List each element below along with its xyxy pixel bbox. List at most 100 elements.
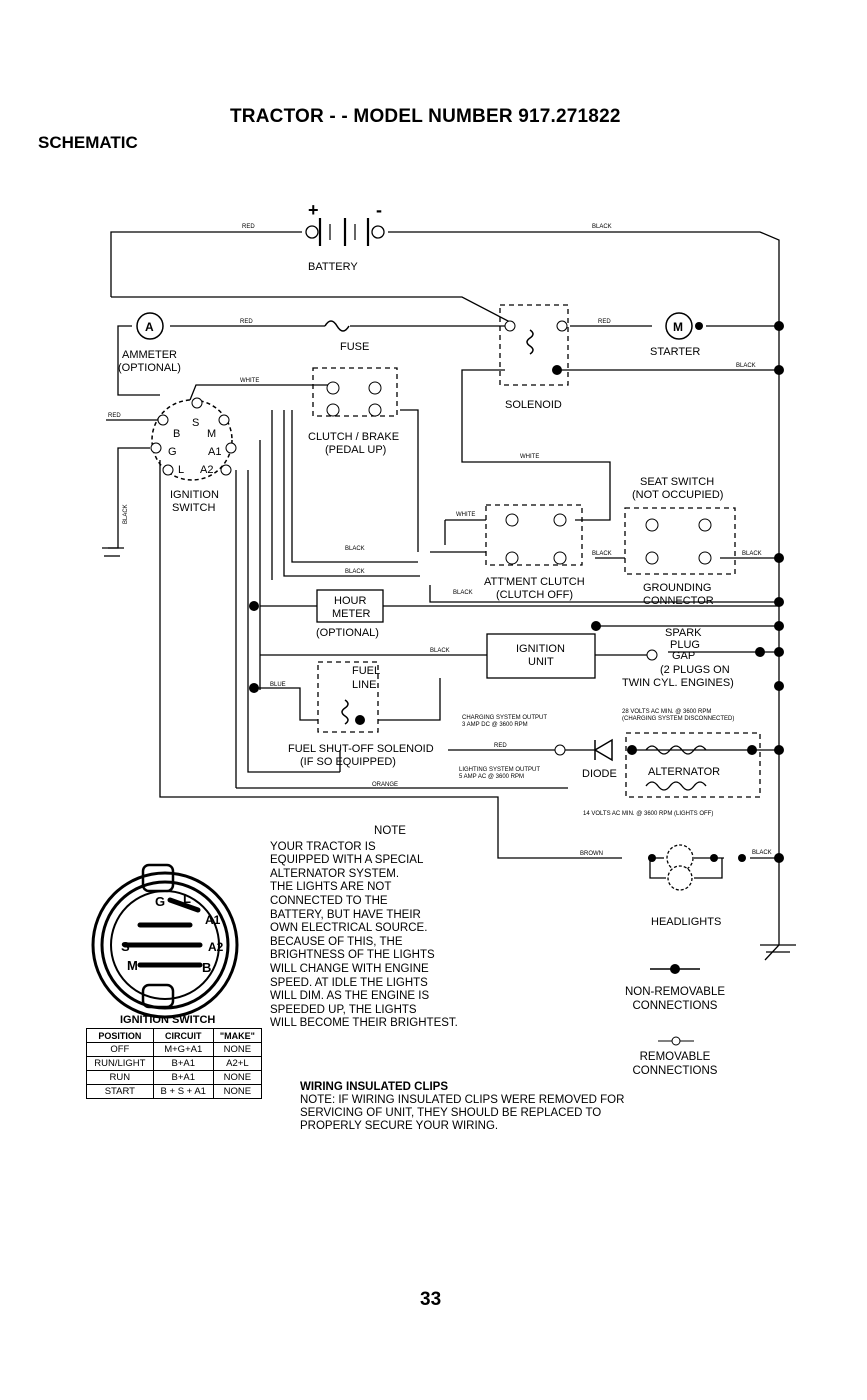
table-cell: B+A1 xyxy=(152,1070,214,1085)
spark-plug-label-4: (2 PLUGS ON xyxy=(660,664,730,676)
face-label-l: L xyxy=(183,891,191,906)
seat-switch-sub: (NOT OCCUPIED) xyxy=(632,489,723,501)
solenoid-coil-icon xyxy=(526,329,534,355)
face-label-m: M xyxy=(127,958,138,973)
table-cell: NONE xyxy=(212,1084,263,1099)
table-cell: START xyxy=(86,1084,154,1099)
clutch-brake-sub: (PEDAL UP) xyxy=(325,444,386,456)
wire-red-battery xyxy=(110,231,302,297)
wire-label-white: WHITE xyxy=(520,454,539,460)
ignition-switch-face: G L A1 S A2 M B xyxy=(91,863,239,1019)
ammeter-icon xyxy=(136,312,164,340)
face-label-b: B xyxy=(202,960,211,975)
ignition-switch-label: IGNITION xyxy=(170,489,219,501)
ignition-switch-icon xyxy=(151,399,233,481)
attment-clutch-label: ATT'MENT CLUTCH xyxy=(484,576,585,588)
wire-label-black-vertical: BLACK xyxy=(123,504,129,524)
diode-label: DIODE xyxy=(582,768,617,780)
note-line: EQUIPPED WITH A SPECIAL xyxy=(270,854,424,867)
lighting-output-2: 5 AMP AC @ 3600 RPM xyxy=(459,774,524,780)
volts28-2: (CHARGING SYSTEM DISCONNECTED) xyxy=(622,716,734,722)
term-m: M xyxy=(207,428,216,440)
removable-icon xyxy=(671,1036,681,1046)
volts14: 14 VOLTS AC MIN. @ 3600 RPM (LIGHTS OFF) xyxy=(583,811,713,817)
battery-minus: - xyxy=(376,200,382,220)
wire-label-black: BLACK xyxy=(736,363,756,369)
section-label: SCHEMATIC xyxy=(38,133,138,152)
battery-symbol xyxy=(318,218,370,246)
term-l: L xyxy=(178,464,184,476)
hour-meter-optional: (OPTIONAL) xyxy=(316,627,379,639)
volts28-1: 28 VOLTS AC MIN. @ 3600 RPM xyxy=(622,709,711,715)
note-line: WILL CHANGE WITH ENGINE xyxy=(270,962,429,975)
wire-label-white: WHITE xyxy=(456,512,475,518)
ignition-unit-label-2: UNIT xyxy=(528,656,554,668)
clutch-brake-label: CLUTCH / BRAKE xyxy=(308,431,399,443)
note-title: NOTE xyxy=(374,825,406,837)
wire-label-brown: BROWN xyxy=(580,851,603,857)
face-label-a2: A2 xyxy=(208,940,224,954)
table-cell: NONE xyxy=(212,1070,263,1085)
wire-label-red: RED xyxy=(240,319,253,325)
wire-black-battery xyxy=(388,231,780,750)
wire-label-red: RED xyxy=(494,743,507,749)
wire-label-black: BLACK xyxy=(345,546,365,552)
term-s: S xyxy=(192,417,199,429)
wiring-note: WIRING INSULATED CLIPS NOTE: IF WIRING I… xyxy=(300,1081,624,1133)
ignition-unit-label: IGNITION xyxy=(516,643,565,655)
wire-label-black: BLACK xyxy=(592,551,612,557)
legend-non-removable-2: CONNECTIONS xyxy=(632,1000,718,1012)
table-row: RUN/LIGHT B+A1 A2+L xyxy=(86,1056,263,1071)
wire-label-black: BLACK xyxy=(592,224,612,230)
spark-plug-label: SPARK xyxy=(665,627,702,639)
fuel-line-label: FUEL xyxy=(352,665,380,677)
table-cell: RUN xyxy=(86,1070,154,1085)
table-cell: B+A1 xyxy=(152,1056,214,1071)
table-cell: OFF xyxy=(86,1042,154,1057)
wire-label-black: BLACK xyxy=(453,590,473,596)
note-line: BRIGHTNESS OF THE LIGHTS xyxy=(270,949,435,962)
term-g: G xyxy=(168,446,177,458)
charging-output-1: CHARGING SYSTEM OUTPUT xyxy=(462,715,547,721)
wire-label-red: RED xyxy=(108,413,121,419)
wire-label-red: RED xyxy=(242,224,255,230)
note-line: YOUR TRACTOR IS xyxy=(270,840,376,853)
grounding-label: GROUNDING xyxy=(643,582,711,594)
ignition-switch-title: IGNITION SWITCH xyxy=(120,1014,216,1026)
note-line: CONNECTED TO THE xyxy=(270,894,388,907)
term-a1: A1 xyxy=(208,446,221,458)
legend-removable-2: CONNECTIONS xyxy=(632,1065,718,1077)
starter-icon xyxy=(665,312,693,340)
table-row: START B + S + A1 NONE xyxy=(86,1084,263,1099)
alternator-coil-icon xyxy=(645,745,707,755)
face-label-a1: A1 xyxy=(205,913,221,927)
note-line: THE LIGHTS ARE NOT xyxy=(270,881,392,894)
wire-label-blue: BLUE xyxy=(270,682,286,688)
ignition-switch-label-2: SWITCH xyxy=(172,502,215,514)
hour-meter-label: HOUR xyxy=(334,595,366,607)
table-cell: A2+L xyxy=(212,1056,263,1071)
note-line: BATTERY, BUT HAVE THEIR xyxy=(270,908,421,921)
wiring-line-1: SERVICING OF UNIT, THEY SHOULD BE REPLAC… xyxy=(300,1107,602,1119)
fuse-icon xyxy=(324,320,350,332)
wiring-line-0: IF WIRING INSULATED CLIPS WERE REMOVED F… xyxy=(335,1094,625,1106)
starter-symbol: M xyxy=(673,320,683,334)
note-line: WILL BECOME THEIR BRIGHTEST. xyxy=(270,1017,458,1030)
wire-label-black: BLACK xyxy=(430,648,450,654)
table-row: OFF M+G+A1 NONE xyxy=(86,1042,263,1057)
ammeter-label: AMMETER xyxy=(122,349,177,361)
note-line: ALTERNATOR SYSTEM. xyxy=(270,867,400,880)
wire-label-black: BLACK xyxy=(742,551,762,557)
wiring-note-prefix: NOTE: xyxy=(300,1094,336,1106)
term-a2: A2 xyxy=(200,464,213,476)
note-line: SPEED. AT IDLE THE LIGHTS xyxy=(270,976,428,989)
attment-clutch-sub: (CLUTCH OFF) xyxy=(496,589,573,601)
charging-output-2: 3 AMP DC @ 3600 RPM xyxy=(462,722,528,728)
term-b: B xyxy=(173,428,180,440)
col-header: POSITION xyxy=(86,1028,154,1043)
note-line: BECAUSE OF THIS, THE xyxy=(270,935,403,948)
note-line: OWN ELECTRICAL SOURCE. xyxy=(270,922,428,935)
